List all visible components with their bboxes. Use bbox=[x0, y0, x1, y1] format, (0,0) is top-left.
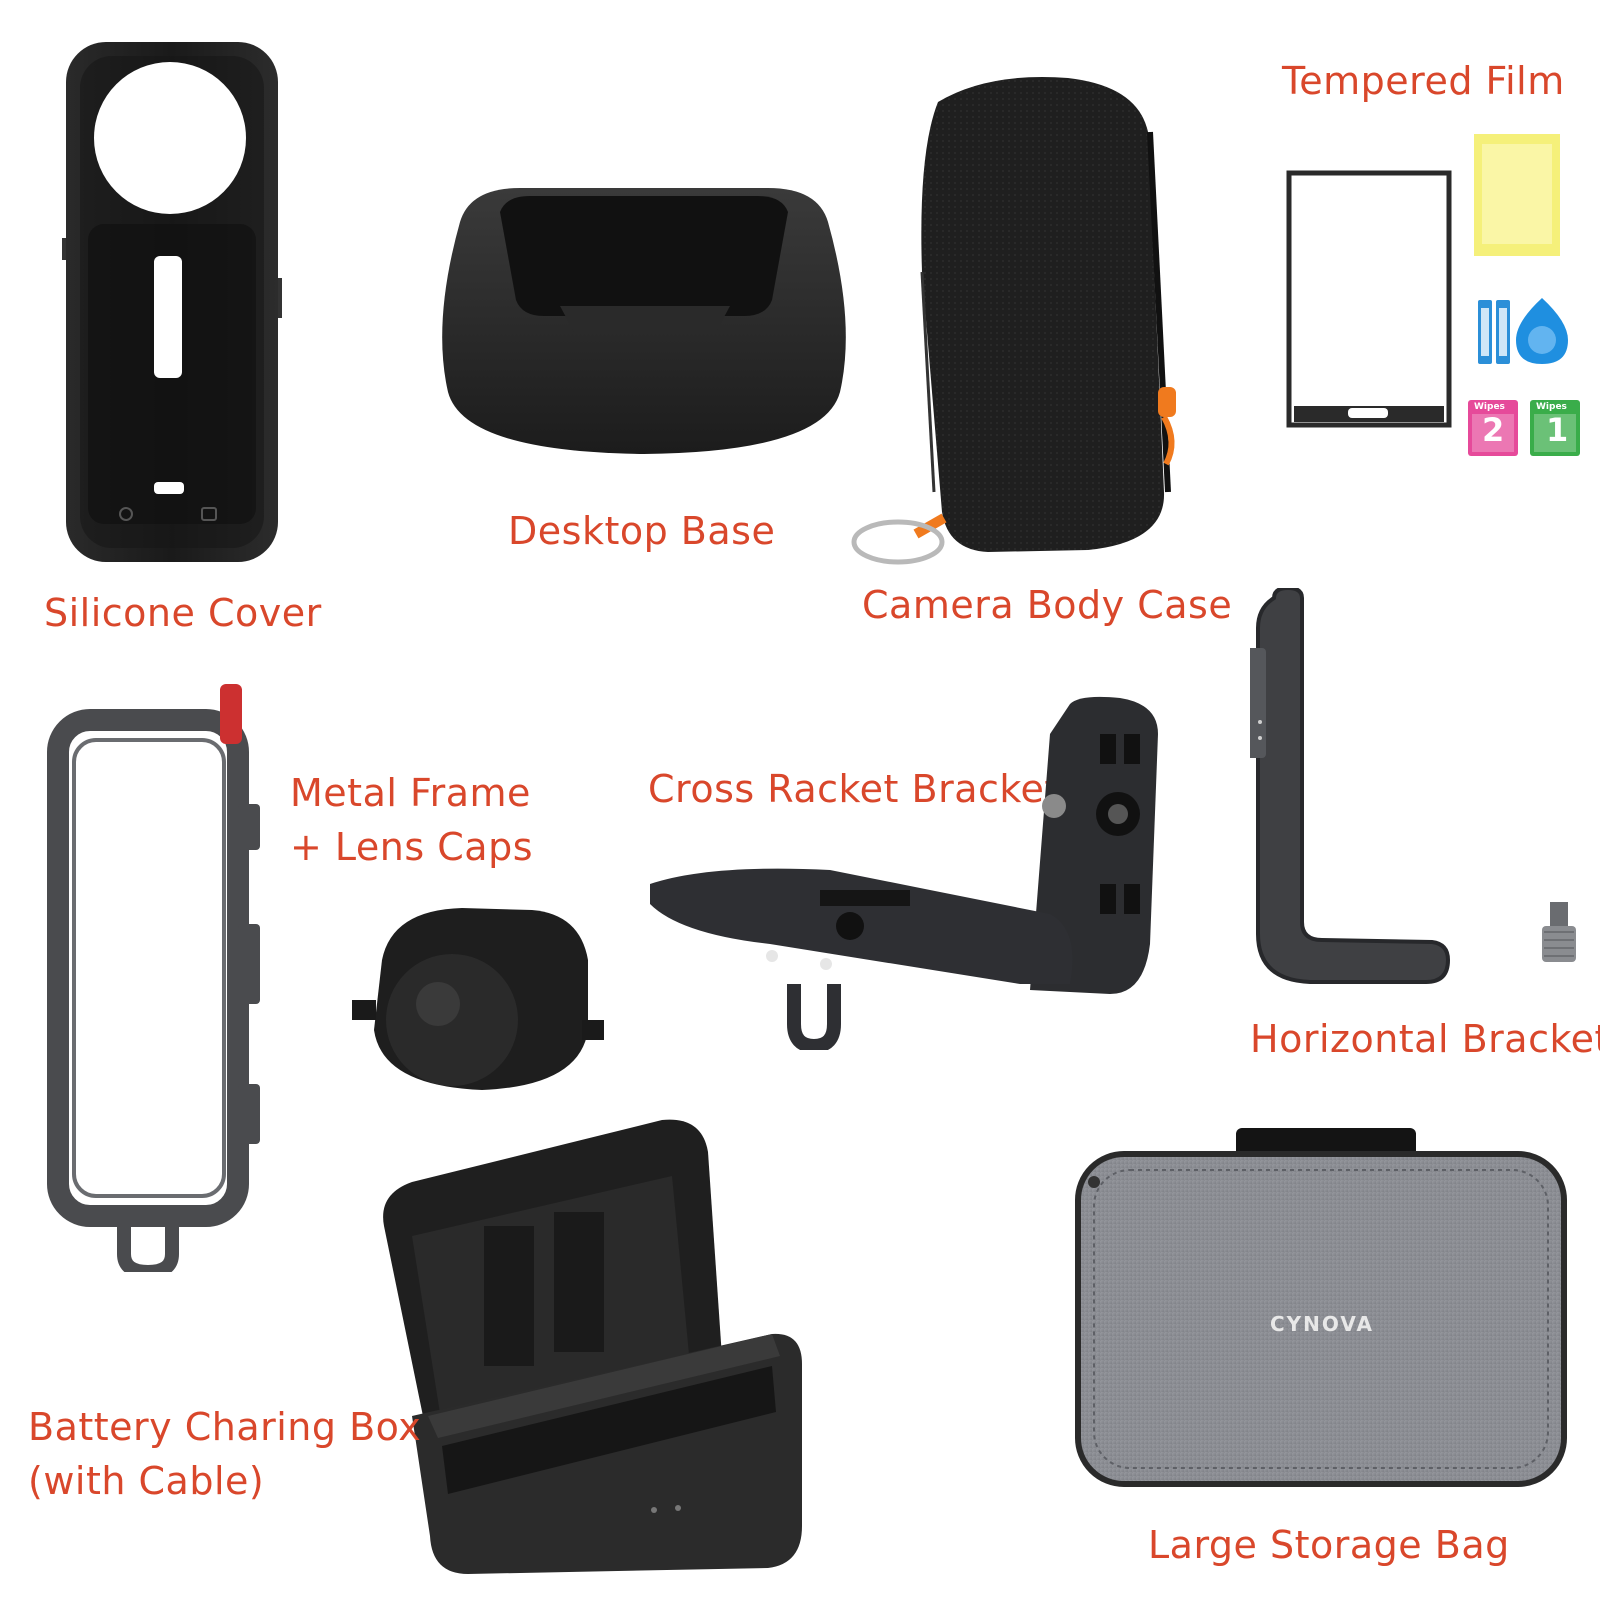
battery-charging-box-image bbox=[372, 1116, 806, 1576]
silicone-cover-label: Silicone Cover bbox=[44, 591, 322, 635]
guide-sticker-icon bbox=[1478, 300, 1512, 364]
wipes-2-title: Wipes bbox=[1474, 402, 1505, 412]
wipes-1-number: 1 bbox=[1546, 411, 1569, 449]
yellow-protector-sheet bbox=[1474, 134, 1560, 256]
cross-racket-bracket-label: Cross Racket Bracket bbox=[648, 767, 1060, 811]
large-storage-bag-label: Large Storage Bag bbox=[1148, 1523, 1510, 1567]
metal-frame-label-line1: Metal Frame bbox=[290, 771, 531, 815]
tempered-film-image bbox=[1286, 170, 1452, 428]
screw-image bbox=[1542, 902, 1576, 974]
horizontal-bracket-label: Horizontal Bracket bbox=[1250, 1017, 1600, 1061]
cross-racket-bracket-image bbox=[650, 694, 1164, 1050]
desktop-base-label: Desktop Base bbox=[508, 509, 776, 553]
wipes-2-number: 2 bbox=[1482, 411, 1505, 449]
lens-cap-image bbox=[352, 900, 604, 1096]
metal-frame-label-line2: + Lens Caps bbox=[290, 825, 533, 869]
camera-body-case-label: Camera Body Case bbox=[862, 583, 1233, 627]
wipes-1-title: Wipes bbox=[1536, 402, 1567, 412]
storage-bag-brand-logo: CYNOVA bbox=[1270, 1312, 1374, 1336]
battery-box-label-line1: Battery Charing Box bbox=[28, 1405, 422, 1449]
horizontal-bracket-image bbox=[1250, 588, 1450, 986]
tempered-film-label: Tempered Film bbox=[1282, 59, 1565, 103]
desktop-base-image bbox=[420, 182, 868, 460]
large-storage-bag-image bbox=[1072, 1128, 1570, 1488]
wipes-2-pack bbox=[1468, 400, 1518, 456]
camera-body-case-image bbox=[838, 72, 1226, 572]
dust-absorber-icon bbox=[1516, 298, 1568, 364]
battery-box-label-line2: (with Cable) bbox=[28, 1459, 265, 1503]
metal-frame-image bbox=[44, 684, 274, 1272]
silicone-cover-image bbox=[62, 38, 282, 566]
wipes-1-pack bbox=[1530, 400, 1580, 456]
